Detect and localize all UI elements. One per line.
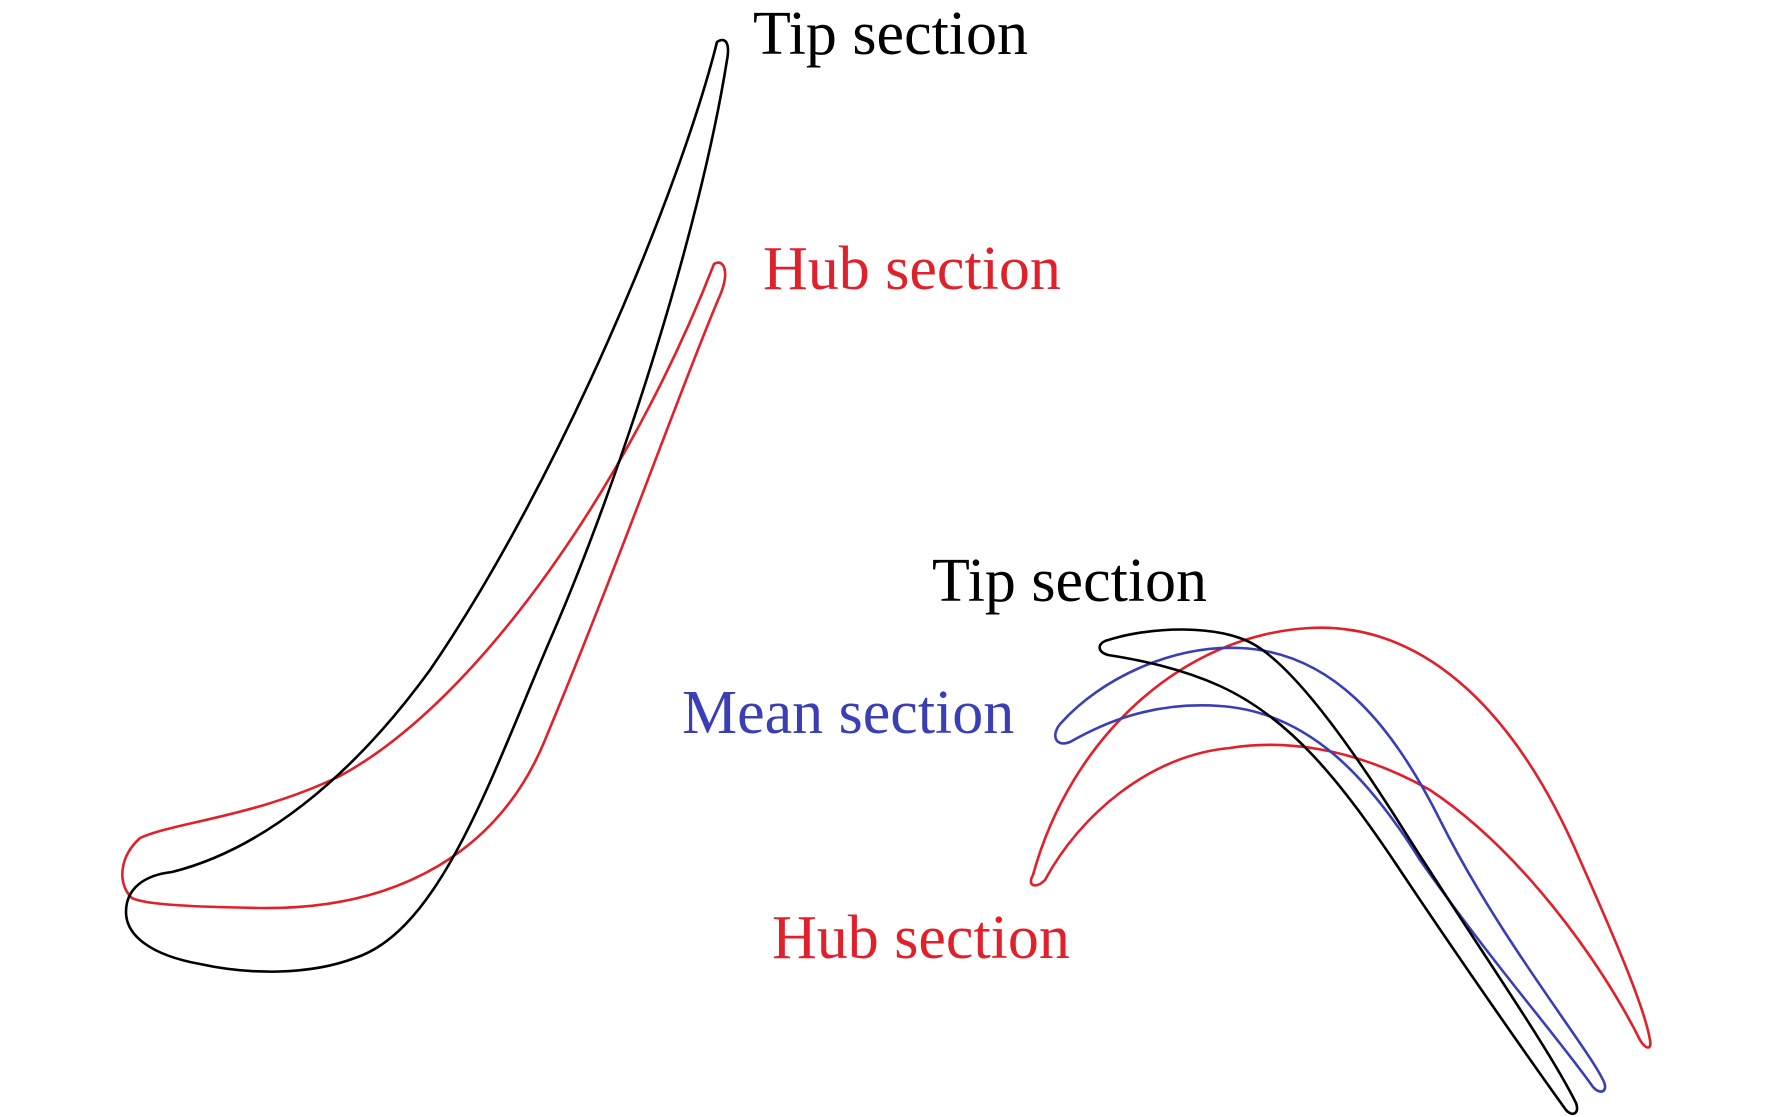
rotor-tip-section-label: Tip section xyxy=(753,0,1028,68)
stator-hub-section-label: Hub section xyxy=(772,904,1070,972)
stator-vane-group: Tip section Mean section Hub section xyxy=(682,547,1652,1116)
rotor-blade-group: Tip section Hub section xyxy=(121,0,1061,973)
stator-hub-section-profile xyxy=(1029,626,1652,1049)
stator-mean-section-label: Mean section xyxy=(682,679,1014,747)
rotor-hub-section-label: Hub section xyxy=(763,235,1061,303)
stator-mean-section-profile xyxy=(1054,646,1607,1093)
rotor-hub-section-profile xyxy=(121,261,727,910)
rotor-tip-section-profile xyxy=(124,38,730,973)
stator-tip-section-label: Tip section xyxy=(932,547,1207,615)
stator-tip-section-profile xyxy=(1098,628,1579,1116)
